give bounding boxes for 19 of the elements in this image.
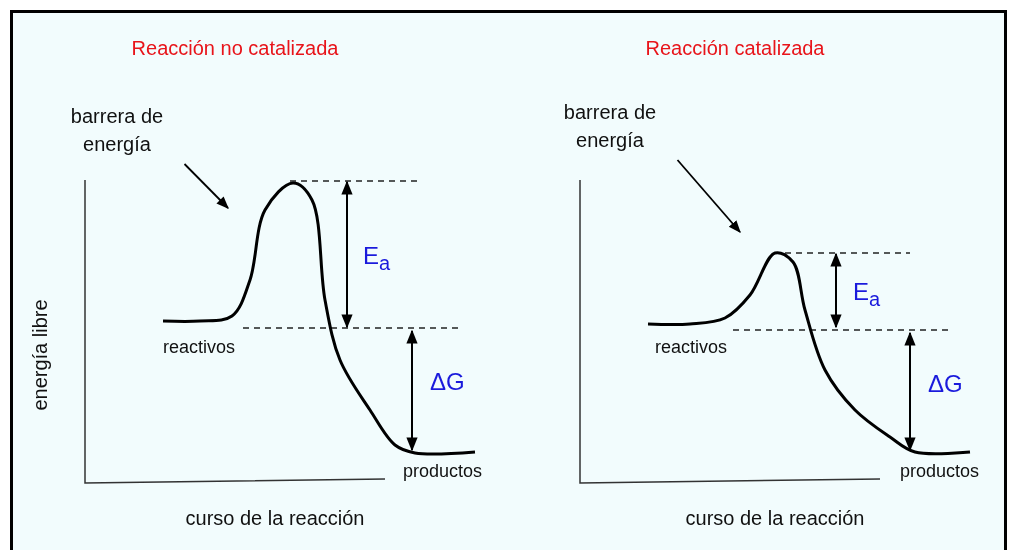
energy-curve: [162, 181, 476, 456]
panel-heading: Reacción catalizada: [645, 36, 825, 61]
axis-label: curso de la reacción: [185, 506, 365, 531]
activation-energy-label: E$_{a}$: [853, 277, 881, 312]
state-label: productos: [900, 460, 980, 483]
leader-arrow: [183, 163, 229, 209]
annotation-text: barrera de energía: [535, 98, 685, 154]
axis-label: energía libre: [28, 299, 52, 411]
state-label: reactivos: [163, 336, 236, 359]
annotation-text: barrera de energía: [42, 102, 192, 158]
leader-arrow: [676, 159, 741, 233]
free-energy-change-label: ΔG: [928, 369, 963, 399]
energy-curve: [647, 251, 971, 456]
activation-energy-label: E$_{a}$: [363, 241, 391, 276]
axis-label: curso de la reacción: [685, 506, 865, 531]
state-label: reactivos: [655, 336, 728, 359]
state-label: productos: [403, 460, 483, 483]
free-energy-change-label: ΔG: [430, 367, 465, 397]
panel-heading: Reacción no catalizada: [131, 36, 339, 61]
